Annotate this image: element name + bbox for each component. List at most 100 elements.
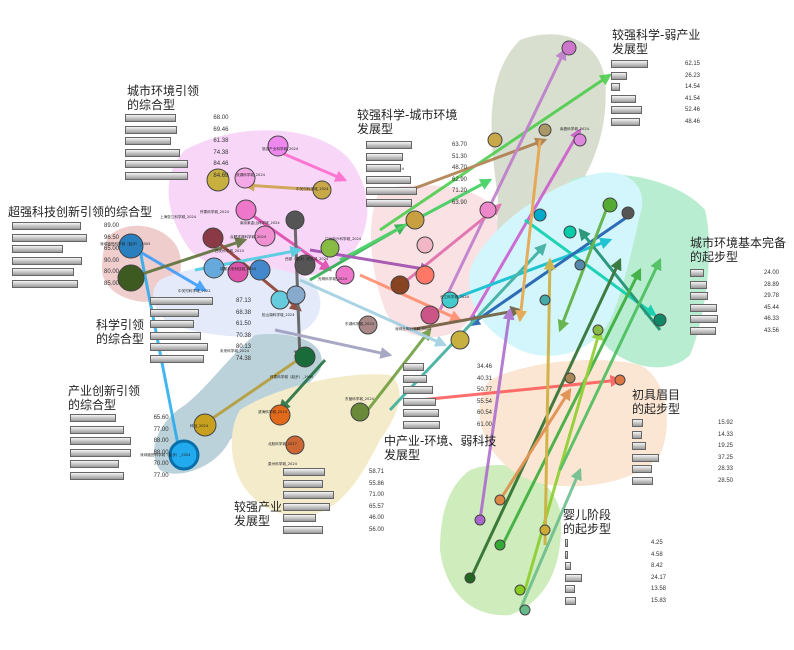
node[interactable] <box>519 604 531 616</box>
node[interactable] <box>335 265 355 285</box>
bar-value: 84.69 <box>213 172 229 179</box>
bar-value: 61.38 <box>213 138 229 144</box>
node[interactable] <box>514 584 526 596</box>
value-bar <box>403 363 424 371</box>
node[interactable] <box>117 264 145 292</box>
node[interactable] <box>561 40 577 56</box>
node[interactable] <box>254 225 276 247</box>
node[interactable] <box>320 238 340 258</box>
edge <box>409 305 523 332</box>
node[interactable] <box>487 132 503 148</box>
node[interactable] <box>533 208 547 222</box>
node[interactable] <box>441 291 459 309</box>
node-label: 广州南沙科学城_2024 <box>325 236 362 241</box>
node[interactable] <box>420 305 440 325</box>
bar-value: 80.00 <box>104 269 120 275</box>
node[interactable] <box>203 257 225 279</box>
edge <box>209 353 307 422</box>
bar-value: 28.33 <box>718 466 734 472</box>
node[interactable] <box>574 259 586 271</box>
node[interactable] <box>405 210 425 230</box>
node[interactable] <box>202 227 224 249</box>
node[interactable] <box>592 324 604 336</box>
edge <box>524 218 657 317</box>
node[interactable] <box>286 285 306 305</box>
bar-value: 28.50 <box>718 477 734 484</box>
node[interactable] <box>350 402 370 422</box>
node[interactable] <box>206 168 230 192</box>
node[interactable] <box>563 225 577 239</box>
node[interactable] <box>614 374 626 386</box>
bar-value: 46.33 <box>764 316 780 322</box>
edge <box>468 257 622 581</box>
value-bar <box>125 171 188 180</box>
node-label: 中关村科学城_2022 <box>178 288 211 293</box>
value-bar <box>150 320 195 328</box>
node-label: 旅游产业科学城_2024 <box>262 146 299 151</box>
node[interactable] <box>118 233 144 259</box>
value-bar <box>283 491 335 499</box>
node[interactable] <box>653 313 667 327</box>
node[interactable] <box>494 539 506 551</box>
node[interactable] <box>621 206 635 220</box>
node[interactable] <box>539 294 551 306</box>
node-label: 北航科学城_2017 <box>268 441 297 446</box>
node[interactable] <box>479 201 497 219</box>
value-bar <box>632 476 653 485</box>
value-bar <box>611 83 620 91</box>
node[interactable] <box>227 261 249 283</box>
node[interactable] <box>285 210 305 230</box>
node[interactable] <box>168 439 200 471</box>
node[interactable] <box>193 413 217 437</box>
node[interactable] <box>573 133 587 147</box>
bar-value: 4.58 <box>651 551 663 558</box>
value-bar <box>690 292 708 300</box>
value-bar <box>70 437 132 445</box>
node[interactable] <box>234 167 256 189</box>
value-bar <box>403 409 440 417</box>
node[interactable] <box>235 199 257 221</box>
value-bar <box>403 420 440 429</box>
node[interactable] <box>294 254 316 276</box>
bar-value: 80.13 <box>236 344 252 350</box>
value-bar <box>125 125 177 134</box>
node[interactable] <box>249 259 271 281</box>
node[interactable] <box>285 435 305 455</box>
bar-value: 58.71 <box>369 469 385 475</box>
node[interactable] <box>358 315 378 335</box>
node[interactable] <box>416 236 434 254</box>
value-bar <box>403 374 428 383</box>
bar-value: 55.86 <box>369 480 385 487</box>
node[interactable] <box>270 290 290 310</box>
node[interactable] <box>390 275 410 295</box>
value-bar <box>366 141 412 149</box>
node-label: 深圳光明科学城_2024 <box>395 326 432 331</box>
value-bar <box>565 550 569 559</box>
node[interactable] <box>269 404 291 426</box>
value-bar <box>12 256 83 265</box>
node[interactable] <box>494 494 506 506</box>
node[interactable] <box>450 330 470 350</box>
node[interactable] <box>267 135 289 157</box>
bar-value: 61.50 <box>236 321 252 327</box>
node-label: 怀柔科学城_2024 <box>200 209 230 214</box>
value-bar <box>690 315 718 323</box>
value-bar <box>12 279 79 288</box>
bar-value: 70.00 <box>153 461 169 467</box>
value-bar <box>690 303 718 312</box>
node[interactable] <box>312 180 332 200</box>
node[interactable] <box>602 197 618 213</box>
node-label: 西部（重庆）科学城_2024 <box>285 256 329 261</box>
node-label: 西安科学城_2024 <box>215 248 245 253</box>
node[interactable] <box>464 572 476 584</box>
node[interactable] <box>294 346 316 368</box>
edge <box>518 467 582 611</box>
node[interactable] <box>538 123 552 137</box>
value-bar <box>611 106 643 114</box>
edge <box>388 243 547 412</box>
node[interactable] <box>415 265 435 285</box>
node[interactable] <box>564 372 576 384</box>
node[interactable] <box>539 524 551 536</box>
node[interactable] <box>474 514 486 526</box>
